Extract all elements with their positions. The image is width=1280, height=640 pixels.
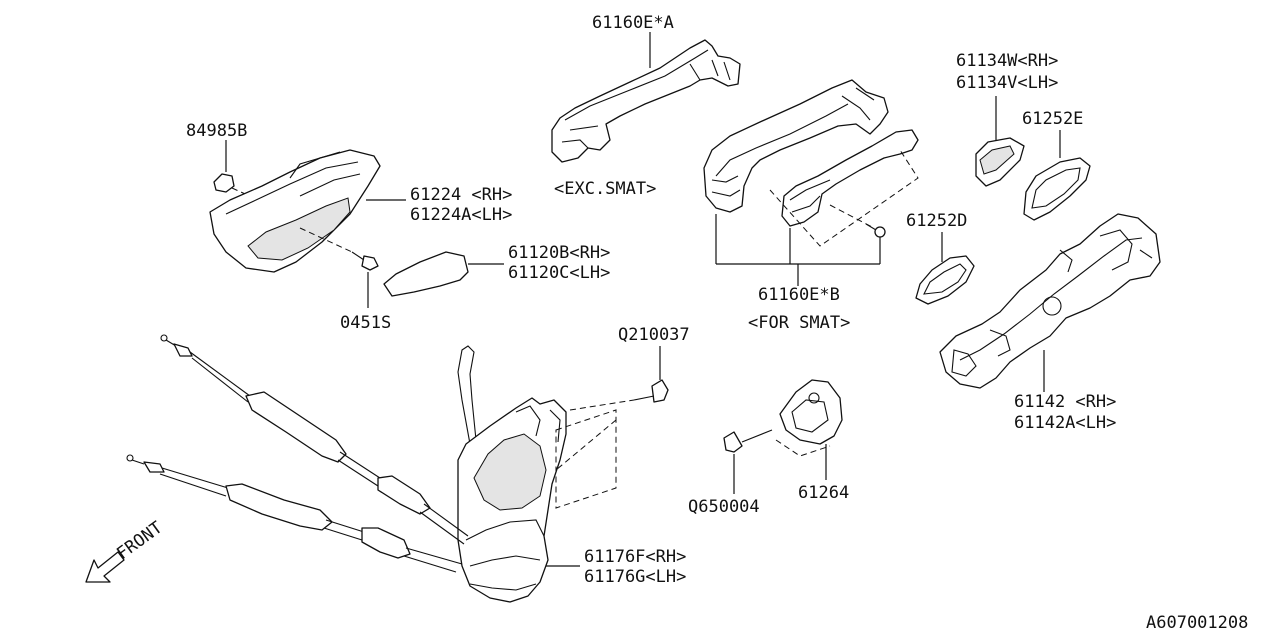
label-cap-lh: 61134V<LH> xyxy=(956,73,1058,93)
gasket-e xyxy=(1023,130,1091,221)
label-handle-exc-smat-part: 61160E*A xyxy=(592,13,674,33)
label-inner-handle-lh: 61224A<LH> xyxy=(410,205,512,225)
drawing-number: A607001208 xyxy=(1146,613,1248,633)
label-cap-rh: 61134W<RH> xyxy=(956,51,1058,71)
label-screw-0451s: 0451S xyxy=(340,313,391,333)
screw-0451s xyxy=(299,227,379,308)
control-cables xyxy=(126,334,469,573)
handle-bracket xyxy=(939,213,1161,392)
label-bracket-rh: 61142 <RH> xyxy=(1014,392,1116,412)
label-screw-q650004: Q650004 xyxy=(688,497,760,517)
bolt-q210037 xyxy=(569,346,669,411)
screw-q650004 xyxy=(723,429,773,494)
clip xyxy=(213,140,255,199)
label-latch-lh: 61176G<LH> xyxy=(584,567,686,587)
inner-handle xyxy=(209,149,406,273)
label-handle-smat-part: 61160E*B xyxy=(758,285,840,305)
outer-handle-exc-smat xyxy=(551,39,741,163)
label-front: FRONT xyxy=(113,518,166,564)
label-inner-handle-rh: 61224 <RH> xyxy=(410,185,512,205)
front-arrow-icon xyxy=(85,551,125,583)
handle-cover xyxy=(383,251,504,297)
label-latch-rh: 61176F<RH> xyxy=(584,547,686,567)
label-clip: 84985B xyxy=(186,121,247,141)
label-gasket-e: 61252E xyxy=(1022,109,1083,129)
handle-cap xyxy=(975,96,1025,187)
label-gasket-d: 61252D xyxy=(906,211,967,231)
door-latch-assembly xyxy=(457,345,617,603)
gasket-d xyxy=(915,232,975,305)
label-cover-rh: 61120B<RH> xyxy=(508,243,610,263)
label-bracket-lh: 61142A<LH> xyxy=(1014,413,1116,433)
screw-smat-handle xyxy=(829,204,886,238)
outer-handle-smat xyxy=(703,79,919,247)
label-handle-smat-note: <FOR SMAT> xyxy=(748,313,850,333)
label-cover-lh: 61120C<LH> xyxy=(508,263,610,283)
label-striker: 61264 xyxy=(798,483,849,503)
striker xyxy=(775,379,843,480)
label-handle-exc-smat-note: <EXC.SMAT> xyxy=(554,179,656,199)
label-bolt-q210037: Q210037 xyxy=(618,325,690,345)
